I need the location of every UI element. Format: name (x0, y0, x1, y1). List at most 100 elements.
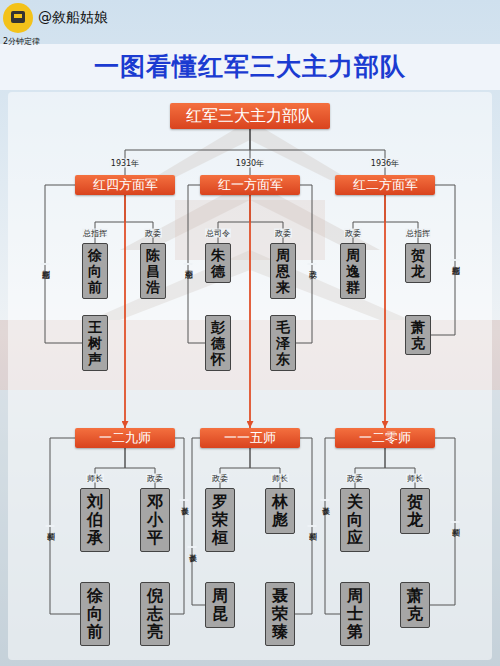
person-box: 徐向前 (80, 582, 110, 646)
box-text: 王树声 (83, 319, 107, 367)
title-band (0, 44, 500, 90)
person-box: 陈昌浩 (140, 243, 166, 299)
box-text: 聂荣臻 (266, 587, 294, 641)
edge-label: 副师长 (451, 521, 460, 523)
box-text: 一一五师 (200, 428, 300, 448)
box-text: 周昆 (206, 587, 234, 623)
army-box: 红四方面军 (75, 175, 175, 195)
edge-label: 政委 (144, 228, 162, 237)
org-connector (192, 438, 205, 605)
box-text: 红二方面军 (335, 175, 435, 195)
edge-label: 政委 (346, 474, 364, 483)
box-text: 朱德 (206, 247, 230, 279)
edge-label: 参谋长 (321, 499, 330, 501)
edge-label: 政委 (274, 228, 292, 237)
edge-label: 副总司令 (184, 263, 193, 265)
box-text: 一二零师 (335, 428, 435, 448)
edge-label: 1931年 (110, 158, 140, 167)
person-box: 贺龙 (405, 243, 431, 283)
box-text: 萧克 (406, 319, 430, 351)
division-box: 一二零师 (335, 428, 435, 448)
box-text: 周逸群 (341, 247, 365, 295)
box-text: 红四方面军 (75, 175, 175, 195)
box-text: 毛泽东 (271, 319, 295, 367)
army-box: 红二方面军 (335, 175, 435, 195)
edge-label: 师长 (271, 474, 289, 483)
person-box: 关向应 (340, 488, 370, 552)
person-box: 萧克 (405, 315, 431, 355)
person-box: 周昆 (205, 582, 235, 628)
edge-label: 总指挥 (405, 228, 431, 237)
box-text: 徐向前 (81, 587, 109, 641)
division-box: 一一五师 (200, 428, 300, 448)
box-text: 关向应 (341, 493, 369, 547)
edge-label: 政委 (146, 474, 164, 483)
edge-label: 师长 (86, 474, 104, 483)
person-box: 邓小平 (140, 488, 170, 552)
person-box: 毛泽东 (270, 315, 296, 371)
box-text: 罗荣桓 (206, 493, 234, 547)
author-watermark: @敘船姑娘 (38, 9, 108, 27)
org-connector (50, 438, 80, 614)
edge-label: 副总指挥 (41, 263, 50, 265)
army-box: 红一方面军 (200, 175, 300, 195)
person-box: 贺龙 (400, 488, 430, 534)
edge-label: 总司令 (205, 228, 231, 237)
edge-label: 副师长 (46, 525, 55, 527)
person-box: 周士第 (340, 582, 370, 646)
arrow-connector (124, 195, 126, 428)
person-box: 徐向前 (82, 243, 108, 299)
edge-label: 1936年 (370, 158, 400, 167)
person-box: 萧克 (400, 582, 430, 628)
box-text: 陈昌浩 (141, 247, 165, 295)
person-box: 罗荣桓 (205, 488, 235, 552)
edge-label: 政委 (344, 228, 362, 237)
person-box: 周逸群 (340, 243, 366, 299)
content-panel (8, 92, 492, 660)
box-text: 周士第 (341, 587, 369, 641)
edge-label: 总指挥 (82, 228, 108, 237)
logo-mark (14, 14, 22, 18)
person-box: 林彪 (265, 488, 295, 534)
edge-label: 参谋长 (188, 546, 197, 548)
box-text: 萧克 (401, 587, 429, 623)
logo-mark (11, 11, 25, 23)
box-text: 林彪 (266, 493, 294, 529)
person-box: 刘伯承 (80, 488, 110, 552)
box-text: 贺龙 (401, 493, 429, 529)
diagram-title: 一图看懂红军三大主力部队 (0, 50, 500, 83)
box-text: 红军三大主力部队 (170, 103, 330, 129)
person-box: 聂荣臻 (265, 582, 295, 646)
division-box: 一二九师 (75, 428, 175, 448)
org-connector (125, 129, 250, 175)
org-connector (250, 129, 385, 175)
arrow-connector (384, 195, 386, 428)
box-text: 一二九师 (75, 428, 175, 448)
edge-label: 政委 (211, 474, 229, 483)
person-box: 彭德怀 (205, 315, 231, 371)
root-box: 红军三大主力部队 (170, 103, 330, 129)
box-text: 贺龙 (406, 247, 430, 279)
logo-circle (3, 3, 33, 33)
box-text: 红一方面军 (200, 175, 300, 195)
edge-label: 副总指挥 (451, 259, 460, 261)
arrow-connector (249, 195, 251, 428)
box-text: 徐向前 (83, 247, 107, 295)
edge-label: 参谋长 (180, 499, 189, 501)
brand-name: 2分钟定律 (3, 36, 40, 47)
edge-label: 副师长 (308, 525, 317, 527)
box-text: 周恩来 (271, 247, 295, 295)
edge-label: 政委 (308, 263, 317, 265)
person-box: 倪志亮 (140, 582, 170, 646)
person-box: 王树声 (82, 315, 108, 371)
box-text: 邓小平 (141, 493, 169, 547)
box-text: 刘伯承 (81, 493, 109, 547)
edge-label: 师长 (406, 474, 424, 483)
edge-label: 1930年 (235, 158, 265, 167)
org-connector (325, 438, 340, 614)
org-connector (170, 438, 184, 614)
person-box: 朱德 (205, 243, 231, 283)
box-text: 彭德怀 (206, 319, 230, 367)
